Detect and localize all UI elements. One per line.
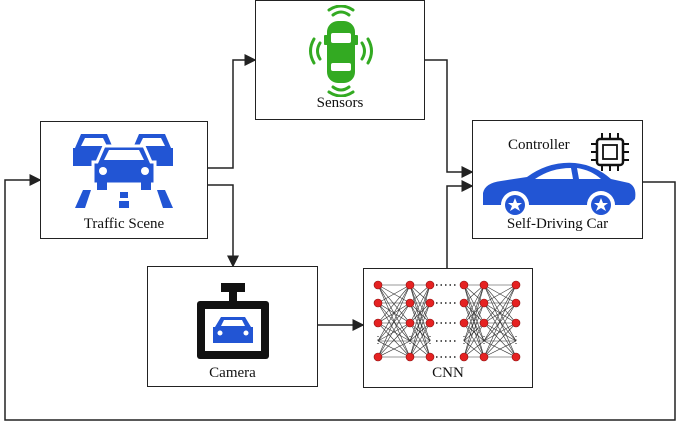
camera-box: Camera: [147, 266, 318, 387]
cnn-box: ⋮ ⋮ ⋮ ⋮ ⋮ ⋮ CNN: [363, 268, 533, 388]
arrow-traffic-to-camera: [208, 184, 239, 268]
traffic-scene-label: Traffic Scene: [83, 216, 165, 232]
sensors-label: Sensors: [316, 95, 364, 111]
svg-text:⋮: ⋮: [373, 335, 383, 346]
arrow-cnn-to-car: [446, 180, 474, 268]
camera-label: Camera: [209, 365, 256, 381]
arrow-feedback-loop: [4, 174, 676, 421]
svg-text:⋮: ⋮: [405, 335, 415, 346]
chip-icon: [591, 133, 629, 171]
cnn-label: CNN: [432, 365, 464, 381]
dashcam-icon: [197, 283, 269, 359]
car-sensors-icon: [309, 5, 373, 97]
svg-text:⋮: ⋮: [459, 335, 469, 346]
arrow-sensors-to-car: [425, 59, 474, 178]
self-driving-car-box: Controller Self-Driving Car: [472, 120, 643, 239]
sensors-box: Sensors: [255, 0, 425, 120]
svg-text:⋮: ⋮: [511, 335, 521, 346]
arrow-traffic-to-sensors: [208, 54, 257, 169]
car-icon: [483, 162, 636, 219]
controller-label: Controller: [508, 137, 570, 153]
traffic-cars-icon: [73, 134, 173, 208]
svg-text:⋮: ⋮: [425, 335, 435, 346]
traffic-scene-box: Traffic Scene: [40, 121, 208, 239]
self-driving-car-label: Self-Driving Car: [506, 216, 609, 232]
neural-network-icon: ⋮ ⋮ ⋮ ⋮ ⋮ ⋮: [373, 280, 521, 362]
svg-text:⋮: ⋮: [479, 335, 489, 346]
